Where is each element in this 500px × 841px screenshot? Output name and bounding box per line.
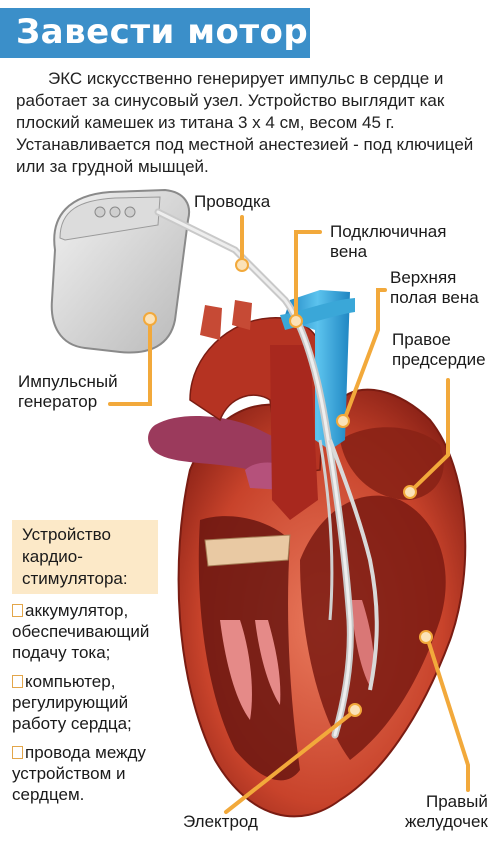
callout-subclavian <box>294 230 322 320</box>
right-ventricle-chamber <box>300 495 446 760</box>
list-item: провода между устройством и сердцем. <box>12 743 146 804</box>
title-banner: Завести мотор <box>0 8 310 58</box>
list-item: аккумулятор, обеспечивающий подачу тока; <box>12 601 150 662</box>
label-subclavian-vein: Подключичная вена <box>330 222 447 261</box>
intro-paragraph: ЭКС искусственно генерирует импульс в се… <box>16 69 474 176</box>
callout-svc <box>343 288 387 420</box>
callout-generator <box>108 320 152 406</box>
connector-port <box>124 206 136 218</box>
lead-wire-secondary <box>318 439 334 621</box>
bullet-square-icon <box>12 675 23 688</box>
left-chamber <box>198 516 300 781</box>
pacemaker-header <box>59 196 161 241</box>
connector-port <box>109 206 121 218</box>
valve <box>204 534 291 567</box>
callout-electrode <box>224 711 354 814</box>
label-wiring: Проводка <box>194 192 271 211</box>
connector-port <box>94 206 106 218</box>
callout-lines <box>108 215 470 814</box>
bullet-square-icon <box>12 746 23 759</box>
label-right-atrium: Правое предсердие <box>392 330 486 369</box>
papillary-muscle <box>255 620 281 705</box>
papillary-muscle <box>350 600 375 690</box>
list-item: компьютер, регулирующий работу сердца; <box>12 672 132 733</box>
lead-wire-secondary <box>328 439 379 691</box>
label-right-ventricle: Правый желудочек <box>405 792 488 831</box>
aorta-trunk <box>270 345 318 520</box>
lead-wire <box>156 210 352 737</box>
device-info-box: Устройство кардио- стимулятора: <box>12 520 158 594</box>
label-superior-vena-cava: Верхняя полая вена <box>390 268 479 307</box>
callout-atrium <box>410 378 450 492</box>
callout-ventricle <box>426 638 470 792</box>
aorta-branch <box>200 305 222 340</box>
callout-dots <box>143 258 433 717</box>
aorta-branch <box>232 300 252 330</box>
label-electrode: Электрод <box>183 812 258 831</box>
device-components-list: аккумулятор, обеспечивающий подачу тока;… <box>12 600 162 813</box>
papillary-muscle <box>220 620 252 720</box>
bullet-square-icon <box>12 604 23 617</box>
label-pulse-generator: Импульсный генератор <box>18 372 118 411</box>
pulmonary-artery <box>148 415 290 480</box>
device-info-heading: Устройство кардио- стимулятора: <box>22 525 128 588</box>
page-title: Завести мотор <box>16 12 309 52</box>
